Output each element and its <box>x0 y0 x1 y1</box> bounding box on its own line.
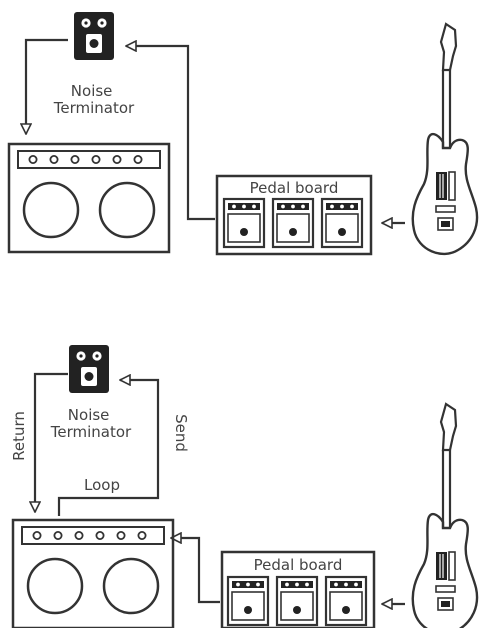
diagram-top: Noise Terminator Pedal board <box>7 12 479 256</box>
effect-pedal-icon <box>324 575 368 627</box>
cable-board-to-pedal <box>126 46 215 221</box>
pedal-board: Pedal board <box>215 174 373 256</box>
amplifier-icon <box>11 518 175 628</box>
cable-board-to-amp <box>171 538 220 604</box>
effect-pedal-icon <box>222 197 266 249</box>
diagram-bottom: Noise Terminator Return Send Loop Pedal … <box>10 345 479 628</box>
electric-guitar-icon <box>411 22 479 256</box>
return-label: Return <box>10 411 28 461</box>
cable-pedal-to-amp <box>26 38 68 134</box>
effect-pedal-icon <box>275 575 319 627</box>
cable-return <box>35 372 68 512</box>
send-label: Send <box>172 414 190 452</box>
effect-pedal-icon <box>271 197 315 249</box>
noise-terminator-label: Noise Terminator <box>50 406 132 441</box>
loop-label: Loop <box>84 476 120 494</box>
cable-send <box>57 380 160 516</box>
pedal-board-label: Pedal board <box>250 179 339 197</box>
electric-guitar-icon <box>411 402 479 628</box>
pedal-board: Pedal board <box>220 550 376 628</box>
noise-terminator-pedal-icon <box>69 345 109 393</box>
effect-pedal-icon <box>226 575 270 627</box>
amplifier-icon <box>7 142 171 254</box>
effect-pedal-icon <box>320 197 364 249</box>
noise-terminator-pedal-icon <box>74 12 114 60</box>
noise-terminator-label: Noise Terminator <box>53 82 135 117</box>
pedal-board-label: Pedal board <box>254 556 343 574</box>
